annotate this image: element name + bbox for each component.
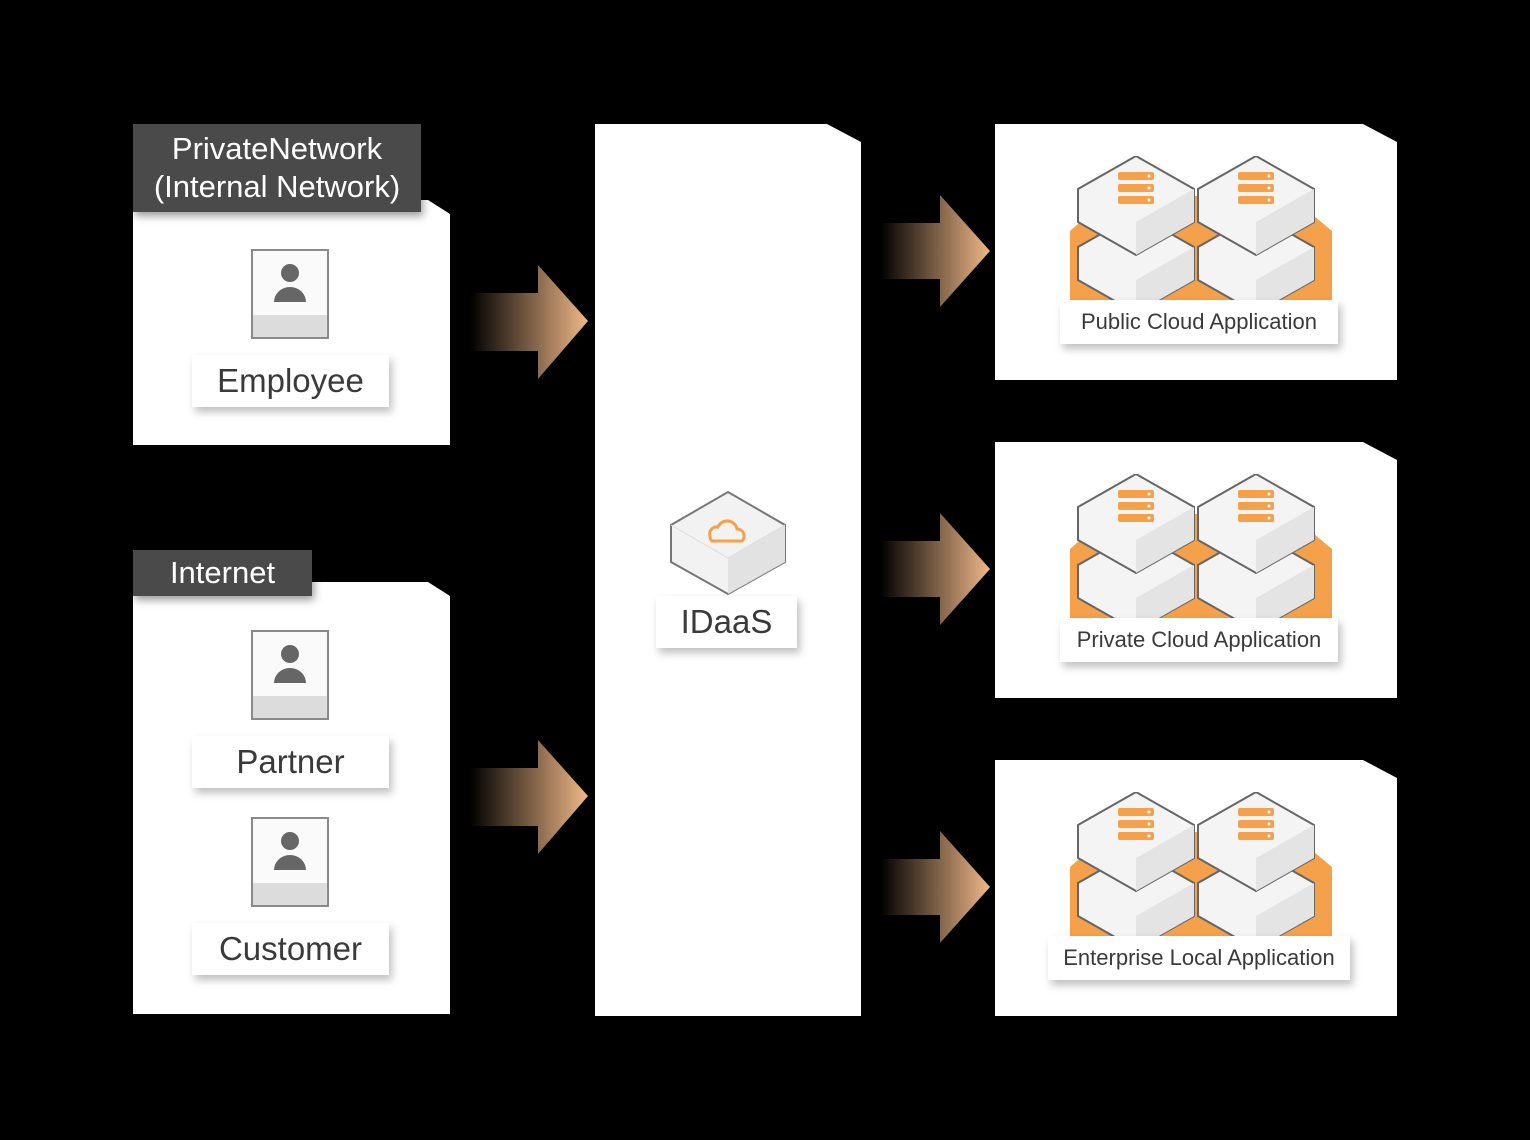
arrow-icon: [880, 513, 990, 625]
arrow-icon: [470, 740, 588, 854]
customer-user-icon: [251, 817, 329, 907]
target-label: Private Cloud Application: [1060, 618, 1338, 662]
idaas-label: IDaaS: [656, 596, 797, 648]
server-cluster-icon: [1070, 474, 1332, 633]
arrow-icon: [470, 265, 588, 379]
partner-user-icon: [251, 630, 329, 720]
private-network-tag: PrivateNetwork (Internal Network): [133, 124, 421, 212]
target-label: Public Cloud Application: [1060, 300, 1338, 344]
private-network-title-line1: PrivateNetwork: [171, 131, 383, 166]
internet-tag: Internet: [133, 550, 312, 596]
arrow-icon: [880, 195, 990, 307]
target-label: Enterprise Local Application: [1048, 936, 1350, 980]
arrow-icon: [880, 831, 990, 943]
partner-label: Partner: [192, 736, 389, 788]
cloud-key-icon: [670, 490, 786, 596]
employee-label: Employee: [192, 355, 389, 407]
server-cluster-icon: [1070, 792, 1332, 951]
server-cluster-icon: [1070, 156, 1332, 315]
customer-label: Customer: [192, 923, 389, 975]
private-network-title-line2: (Internal Network): [153, 169, 401, 204]
employee-user-icon: [251, 249, 329, 339]
